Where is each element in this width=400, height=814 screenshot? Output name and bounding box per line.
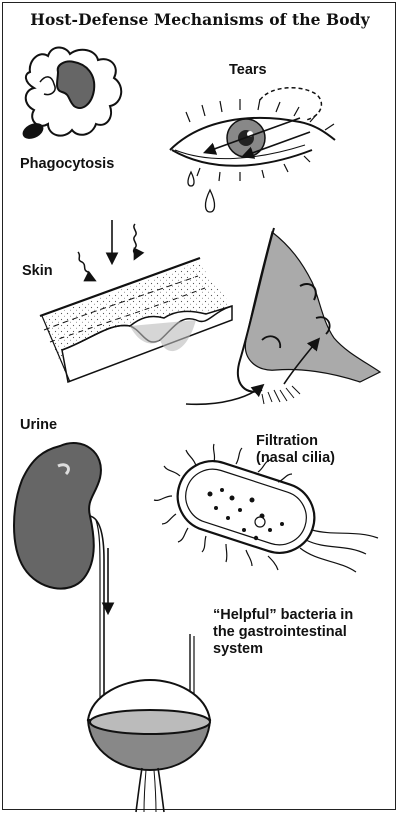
kidney-bladder-icon [13,442,212,813]
label-skin: Skin [22,263,53,279]
eye-icon [169,87,336,213]
page-title: Host-Defense Mechanisms of the Body [30,10,370,29]
label-tears: Tears [229,62,267,78]
label-filtration-line1: Filtration [256,433,319,449]
label-phagocytosis: Phagocytosis [20,156,115,172]
label-filtration-line2: (nasal cilia) [256,450,335,466]
label-bacteria-line2: the gastrointestinal [213,624,347,640]
label-filtration: Filtration (nasal cilia) [256,433,335,467]
bacterium-icon [153,443,379,573]
skin-section-icon [39,220,233,384]
label-bacteria: “Helpful” bacteria in the gastrointestin… [213,607,353,658]
label-bacteria-line3: system [213,641,263,657]
phagocyte-icon [22,46,123,139]
nose-icon [185,227,382,406]
label-bacteria-line1: “Helpful” bacteria in [213,607,354,623]
label-urine: Urine [20,417,58,433]
